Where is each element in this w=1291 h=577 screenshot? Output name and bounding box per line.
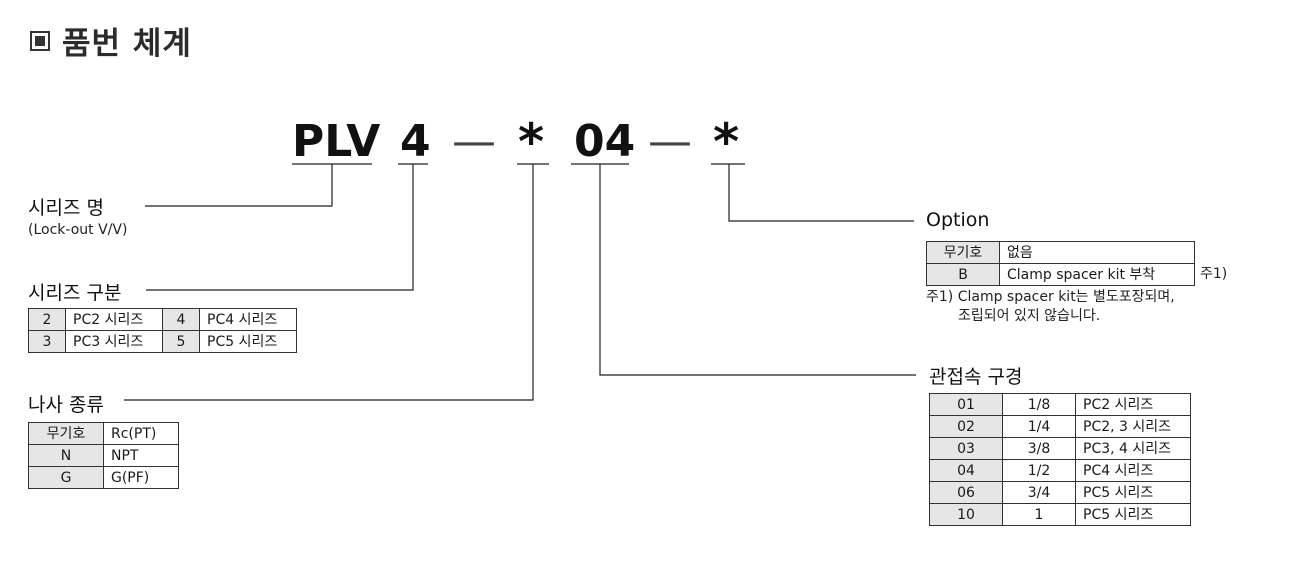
leader-option xyxy=(728,164,914,222)
table-cell: 10 xyxy=(929,503,1003,526)
table-cell: PC3 시리즈 xyxy=(65,330,163,353)
series-class-label: 시리즈 구분 xyxy=(28,282,122,304)
table-cell: G(PF) xyxy=(103,466,179,489)
series-name-sub: (Lock-out V/V) xyxy=(28,222,128,238)
thread-type-table: 무기호 Rc(PT) N NPT G G(PF) xyxy=(28,422,179,489)
table-row: 03 3/8 PC3, 4 시리즈 xyxy=(929,437,1191,460)
leader-thread-type xyxy=(124,164,534,401)
table-cell: 04 xyxy=(929,459,1003,482)
table-cell: 무기호 xyxy=(926,241,1000,264)
leader-series-class xyxy=(146,164,414,291)
port-size-label: 관접속 구경 xyxy=(929,366,1023,388)
table-cell: NPT xyxy=(103,444,179,467)
table-cell: PC2 시리즈 xyxy=(1075,393,1191,416)
table-row: 3 PC3 시리즈 5 PC5 시리즈 xyxy=(28,330,297,353)
code-thread: * xyxy=(518,113,545,171)
page-title-text: 품번 체계 xyxy=(62,26,192,62)
table-cell: 2 xyxy=(28,308,66,331)
option-row-note: 주1) xyxy=(1200,266,1228,282)
table-cell: 06 xyxy=(929,481,1003,504)
table-cell: 1/8 xyxy=(1002,393,1076,416)
table-cell: 01 xyxy=(929,393,1003,416)
code-size: 4 xyxy=(400,116,431,167)
table-cell: PC2, 3 시리즈 xyxy=(1075,415,1191,438)
table-cell: PC3, 4 시리즈 xyxy=(1075,437,1191,460)
table-cell: 5 xyxy=(162,330,200,353)
option-table: 무기호 없음 B Clamp spacer kit 부착 xyxy=(926,241,1195,286)
table-cell: Rc(PT) xyxy=(103,422,179,445)
code-option: * xyxy=(713,113,740,171)
series-name-label: 시리즈 명 xyxy=(28,197,104,219)
table-cell: 3 xyxy=(28,330,66,353)
table-cell: 02 xyxy=(929,415,1003,438)
table-cell: 3/8 xyxy=(1002,437,1076,460)
table-row: 무기호 없음 xyxy=(926,241,1195,264)
table-cell: PC5 시리즈 xyxy=(1075,481,1191,504)
code-series: PLV xyxy=(292,116,381,167)
series-class-table: 2 PC2 시리즈 4 PC4 시리즈 3 PC3 시리즈 5 PC5 시리즈 xyxy=(28,308,297,353)
table-row: 2 PC2 시리즈 4 PC4 시리즈 xyxy=(28,308,297,331)
table-cell: B xyxy=(926,263,1000,286)
code-port: 04 xyxy=(574,116,636,167)
code-dash-2: — xyxy=(648,116,692,167)
table-row: B Clamp spacer kit 부착 xyxy=(926,263,1195,286)
table-cell: PC2 시리즈 xyxy=(65,308,163,331)
port-size-table: 01 1/8 PC2 시리즈 02 1/4 PC2, 3 시리즈 03 3/8 … xyxy=(929,393,1191,526)
table-cell: PC5 시리즈 xyxy=(1075,503,1191,526)
table-row: 10 1 PC5 시리즈 xyxy=(929,503,1191,526)
leader-port-size xyxy=(599,164,916,376)
table-row: N NPT xyxy=(28,444,179,467)
table-cell: 3/4 xyxy=(1002,481,1076,504)
table-cell: Clamp spacer kit 부착 xyxy=(999,263,1195,286)
table-cell: G xyxy=(28,466,104,489)
table-cell: N xyxy=(28,444,104,467)
table-cell: PC4 시리즈 xyxy=(1075,459,1191,482)
table-row: 01 1/8 PC2 시리즈 xyxy=(929,393,1191,416)
table-cell: 없음 xyxy=(999,241,1195,264)
square-bullet-icon xyxy=(30,30,50,51)
code-dash-1: — xyxy=(452,116,496,167)
option-footnote-line2: 조립되어 있지 않습니다. xyxy=(958,308,1101,324)
table-row: 무기호 Rc(PT) xyxy=(28,422,179,445)
page-title: 품번 체계 xyxy=(30,18,192,63)
table-cell: 1 xyxy=(1002,503,1076,526)
table-row: 02 1/4 PC2, 3 시리즈 xyxy=(929,415,1191,438)
table-cell: 03 xyxy=(929,437,1003,460)
table-cell: 4 xyxy=(162,308,200,331)
table-cell: PC5 시리즈 xyxy=(199,330,297,353)
table-cell: PC4 시리즈 xyxy=(199,308,297,331)
table-cell: 무기호 xyxy=(28,422,104,445)
option-footnote-line1: 주1) Clamp spacer kit는 별도포장되며, xyxy=(926,289,1175,305)
table-row: 06 3/4 PC5 시리즈 xyxy=(929,481,1191,504)
table-cell: 1/2 xyxy=(1002,459,1076,482)
option-label: Option xyxy=(926,209,990,231)
table-cell: 1/4 xyxy=(1002,415,1076,438)
table-row: 04 1/2 PC4 시리즈 xyxy=(929,459,1191,482)
leader-series-name xyxy=(145,164,333,207)
table-row: G G(PF) xyxy=(28,466,179,489)
thread-type-label: 나사 종류 xyxy=(28,394,104,416)
